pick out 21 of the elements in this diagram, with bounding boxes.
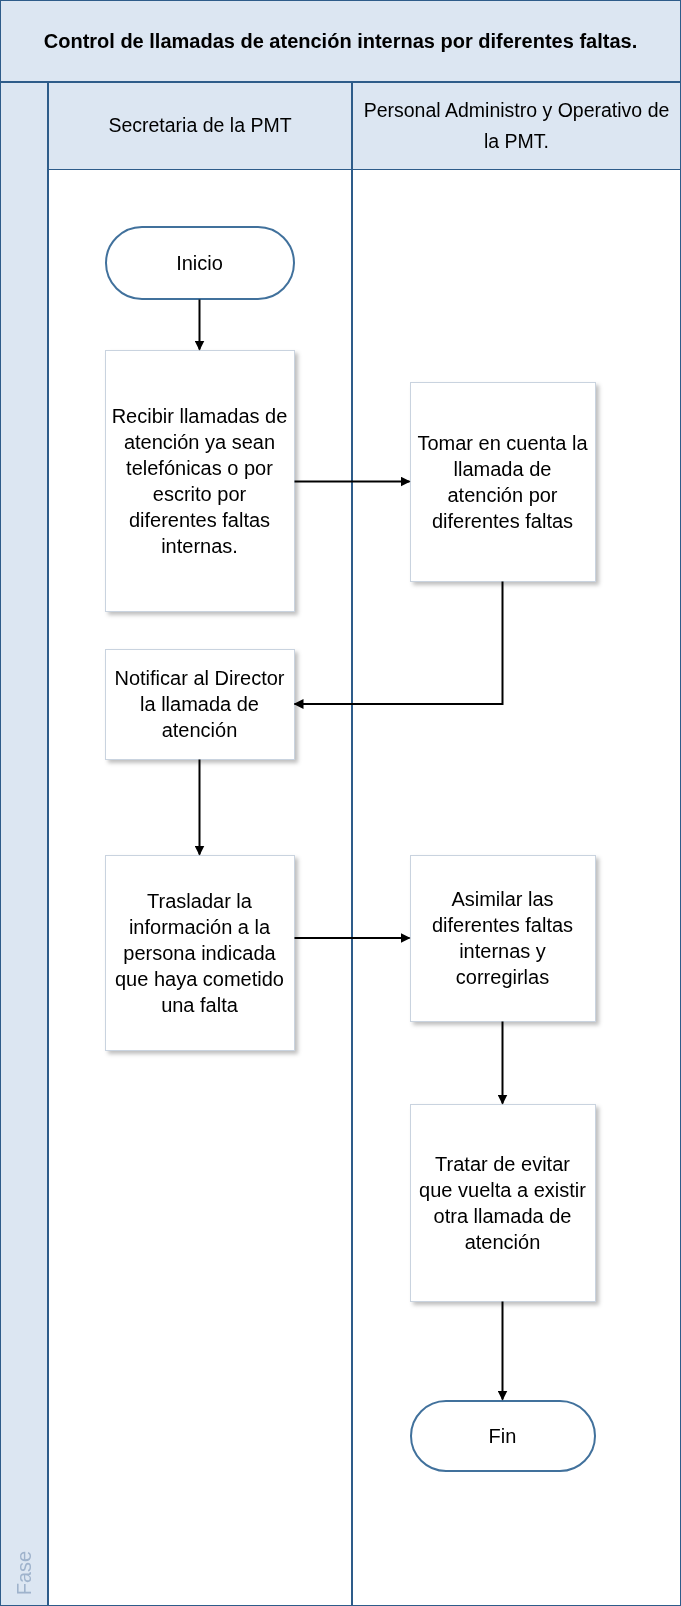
process-box: Tratar de evitar que vuelta a existir otra llamada de atención bbox=[409, 1103, 596, 1302]
process-box: Trasladar la información a la persona indicada que haya cometido una falta bbox=[104, 854, 295, 1051]
arrow bbox=[293, 933, 411, 943]
terminator-pill: Inicio bbox=[104, 225, 295, 300]
process-box: Notificar al Director la llamada de atención bbox=[104, 648, 295, 760]
lane-header: Personal Administro y Operativo de la PMT. bbox=[353, 83, 680, 170]
arrow bbox=[293, 476, 411, 487]
process-box: Recibir llamadas de atención ya sean telefónicas o por escrito por diferentes faltas internas. bbox=[104, 349, 295, 612]
phase-label: Fase bbox=[12, 1549, 36, 1598]
swimlane bbox=[352, 82, 681, 1606]
arrow bbox=[194, 298, 205, 351]
terminator-pill: Fin bbox=[409, 1399, 596, 1472]
arrow bbox=[497, 1300, 508, 1401]
arrow bbox=[293, 580, 504, 709]
lane-header: Secretaria de la PMT bbox=[49, 83, 351, 170]
arrow bbox=[497, 1020, 508, 1105]
diagram-title: Control de llamadas de atención internas por diferentes faltas. bbox=[0, 0, 681, 82]
process-box: Asimilar las diferentes faltas internas y corregirlas bbox=[409, 854, 596, 1022]
arrow bbox=[194, 758, 205, 856]
swimlane bbox=[48, 82, 352, 1606]
process-box: Tomar en cuenta la llamada de atención por diferentes faltas bbox=[409, 381, 596, 582]
